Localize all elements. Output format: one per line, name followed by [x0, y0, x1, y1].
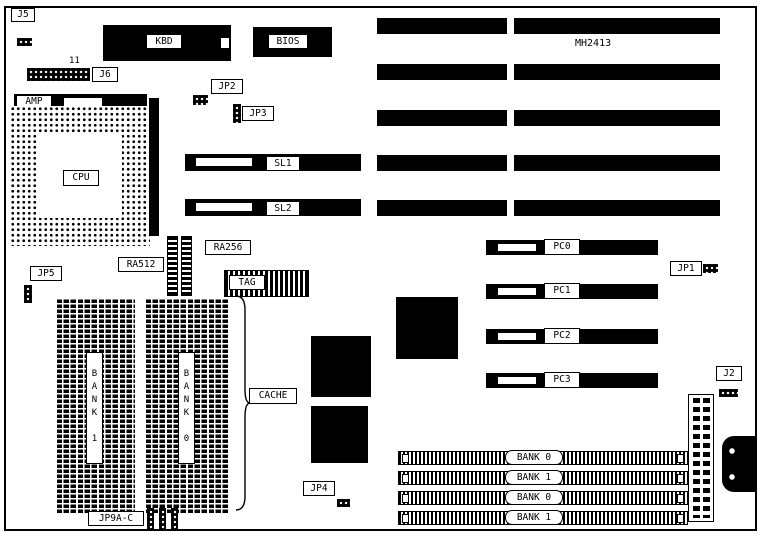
isa-slot [514, 64, 720, 80]
ra512-array [167, 236, 178, 296]
label-ra512: RA512 [118, 257, 164, 272]
power-connector [688, 394, 714, 522]
jp5-jumper [24, 285, 32, 303]
j5-jumper [17, 38, 32, 46]
isa-slot [377, 200, 507, 216]
pc-slot-notch [498, 333, 536, 340]
isa-slot [514, 110, 720, 126]
label-j5: J5 [11, 8, 35, 22]
pc-slot-notch [498, 288, 536, 295]
label-jp3: JP3 [242, 106, 274, 121]
isa-slot [377, 110, 507, 126]
label-jp4: JP4 [303, 481, 335, 496]
isa-slot [514, 155, 720, 171]
label-pc1: PC1 [544, 283, 580, 299]
label-cpu: CPU [63, 170, 99, 186]
label-jp2: JP2 [211, 79, 243, 94]
simm-bank-label: BANK 1 [505, 510, 563, 525]
keyboard-din-connector [722, 436, 757, 492]
jp3-jumper [233, 104, 241, 123]
kbd-chip-notch [221, 38, 229, 48]
jp9b-jumper [159, 508, 166, 529]
amp-chip-notch [64, 98, 102, 107]
jp9c-jumper [171, 508, 178, 529]
cache-bank0-array [144, 298, 230, 514]
cpu-socket [10, 106, 150, 246]
simm-bank-label: BANK 0 [505, 450, 563, 465]
label-kbd: KBD [146, 34, 182, 49]
regulator-bar [149, 98, 159, 236]
jp4-jumper [337, 499, 350, 507]
isa-slot [514, 200, 720, 216]
label-jp9a-c: JP9A-C [88, 511, 144, 526]
label-pc2: PC2 [544, 328, 580, 344]
j6-connector [27, 68, 90, 81]
pc-slot-notch [498, 377, 536, 384]
label-pc0: PC0 [544, 239, 580, 255]
label-pc3: PC3 [544, 372, 580, 388]
j6-pin-count: 11 [69, 56, 80, 66]
jp1-jumper [703, 264, 718, 273]
label-ra256: RA256 [205, 240, 251, 255]
isa-slot [377, 155, 507, 171]
cache-bank1-label: BANK 1 [86, 352, 103, 464]
isa-slot [377, 64, 507, 80]
label-j6: J6 [92, 67, 118, 82]
simm-bank-label: BANK 1 [505, 470, 563, 485]
jp2-jumper [193, 95, 208, 105]
label-jp1: JP1 [670, 261, 702, 276]
isa-slot [377, 18, 507, 34]
sl1-slot-notch [196, 158, 252, 166]
ra256-array [181, 236, 192, 296]
sl2-slot-notch [196, 203, 252, 211]
isa-slot [514, 18, 720, 34]
simm-bank-label: BANK 0 [505, 490, 563, 505]
j2-jumper [719, 389, 738, 397]
board-outline [4, 6, 757, 531]
pc-slot-notch [498, 244, 536, 251]
label-tag: TAG [229, 275, 265, 290]
label-jp5: JP5 [30, 266, 62, 281]
label-sl2: SL2 [266, 201, 300, 216]
jp9a-jumper [147, 508, 154, 529]
chipset-qfp [396, 297, 458, 359]
cache-bank0-label: BANK 0 [178, 352, 195, 464]
label-cache: CACHE [249, 388, 297, 404]
board-model: MH2413 [575, 38, 612, 49]
label-bios: BIOS [268, 34, 308, 49]
cache-bank1-array [55, 298, 135, 514]
label-sl1: SL1 [266, 156, 300, 171]
chipset-qfp [311, 336, 371, 397]
label-j2: J2 [716, 366, 742, 381]
chipset-qfp [311, 406, 368, 463]
